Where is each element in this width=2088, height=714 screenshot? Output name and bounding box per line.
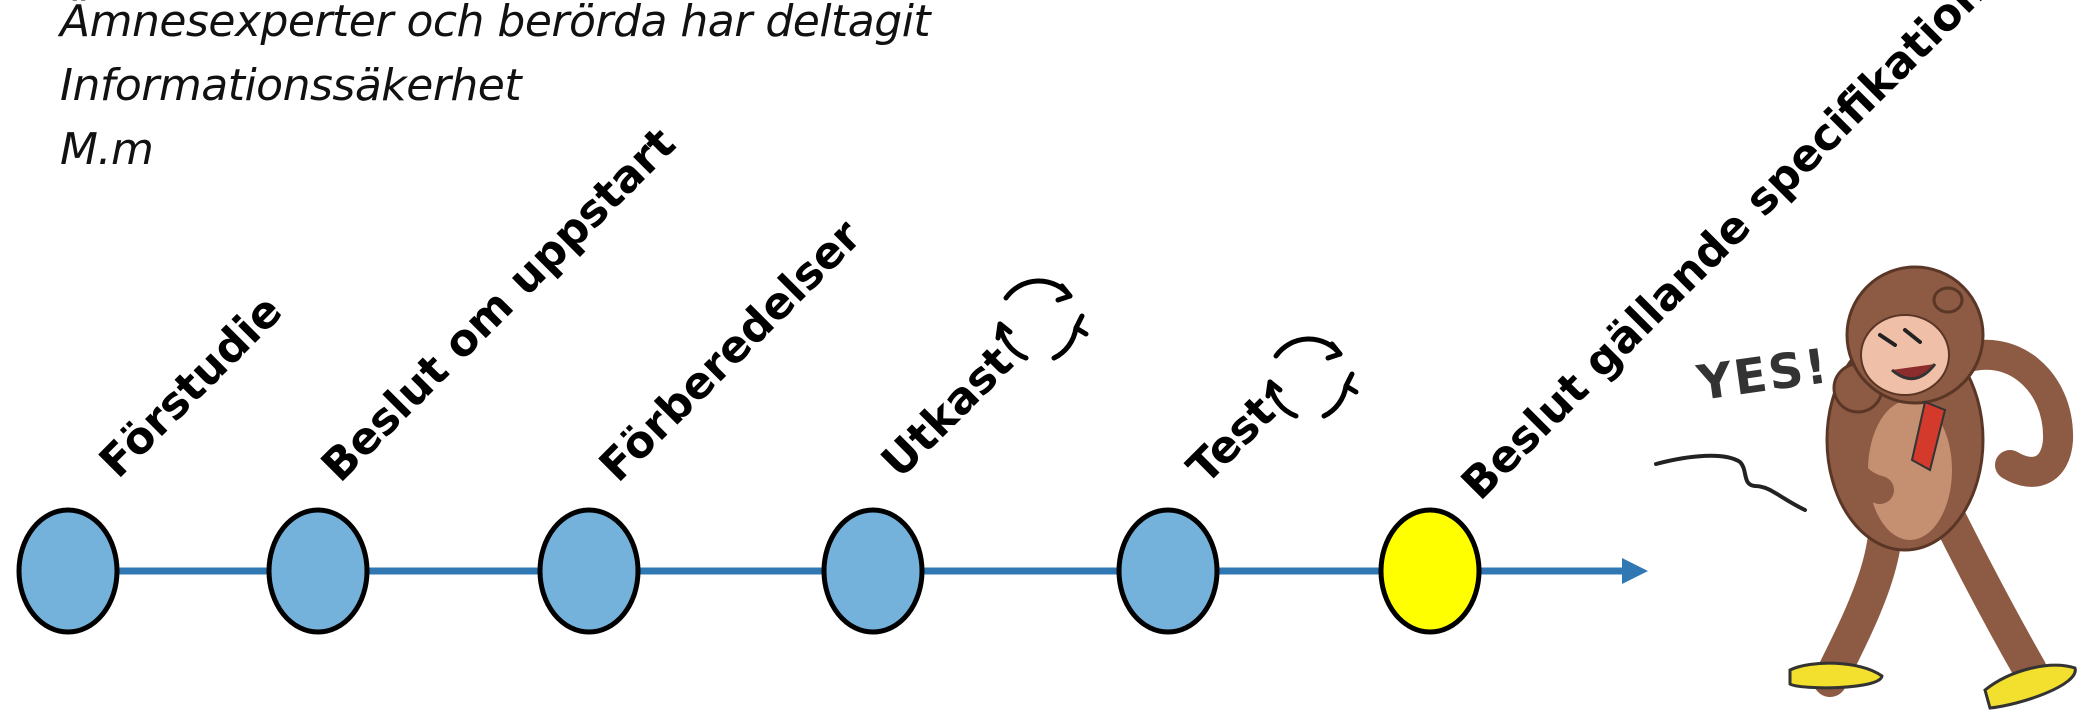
note-item: Ämnesexperter och berörda har deltagit bbox=[60, 0, 931, 47]
step-test: Test bbox=[1116, 336, 1359, 635]
cycle-icon bbox=[1265, 336, 1359, 419]
step-label: Utkast bbox=[872, 337, 1023, 488]
notes-list: Ämnesexperter och berörda har deltagit I… bbox=[60, 0, 931, 182]
step-forstudie: Förstudie bbox=[16, 285, 292, 635]
timeline-arrowhead bbox=[1622, 558, 1648, 584]
note-item: Informationssäkerhet bbox=[60, 60, 522, 111]
step-node bbox=[16, 507, 120, 635]
yes-exclamation: YES! bbox=[1693, 338, 1833, 412]
step-node bbox=[1378, 507, 1482, 635]
step-node bbox=[821, 507, 925, 635]
celebrating-monkey-icon: YES! bbox=[1654, 265, 2077, 710]
step-node bbox=[266, 507, 370, 635]
step-utkast: Utkast bbox=[821, 278, 1089, 635]
note-item: M.m bbox=[60, 124, 154, 175]
step-node bbox=[537, 507, 641, 635]
step-label: Förberedelser bbox=[590, 210, 872, 492]
step-node bbox=[1116, 507, 1220, 635]
cycle-icon bbox=[995, 278, 1089, 361]
step-label: Förstudie bbox=[90, 285, 292, 487]
step-label: Test bbox=[1178, 386, 1286, 494]
